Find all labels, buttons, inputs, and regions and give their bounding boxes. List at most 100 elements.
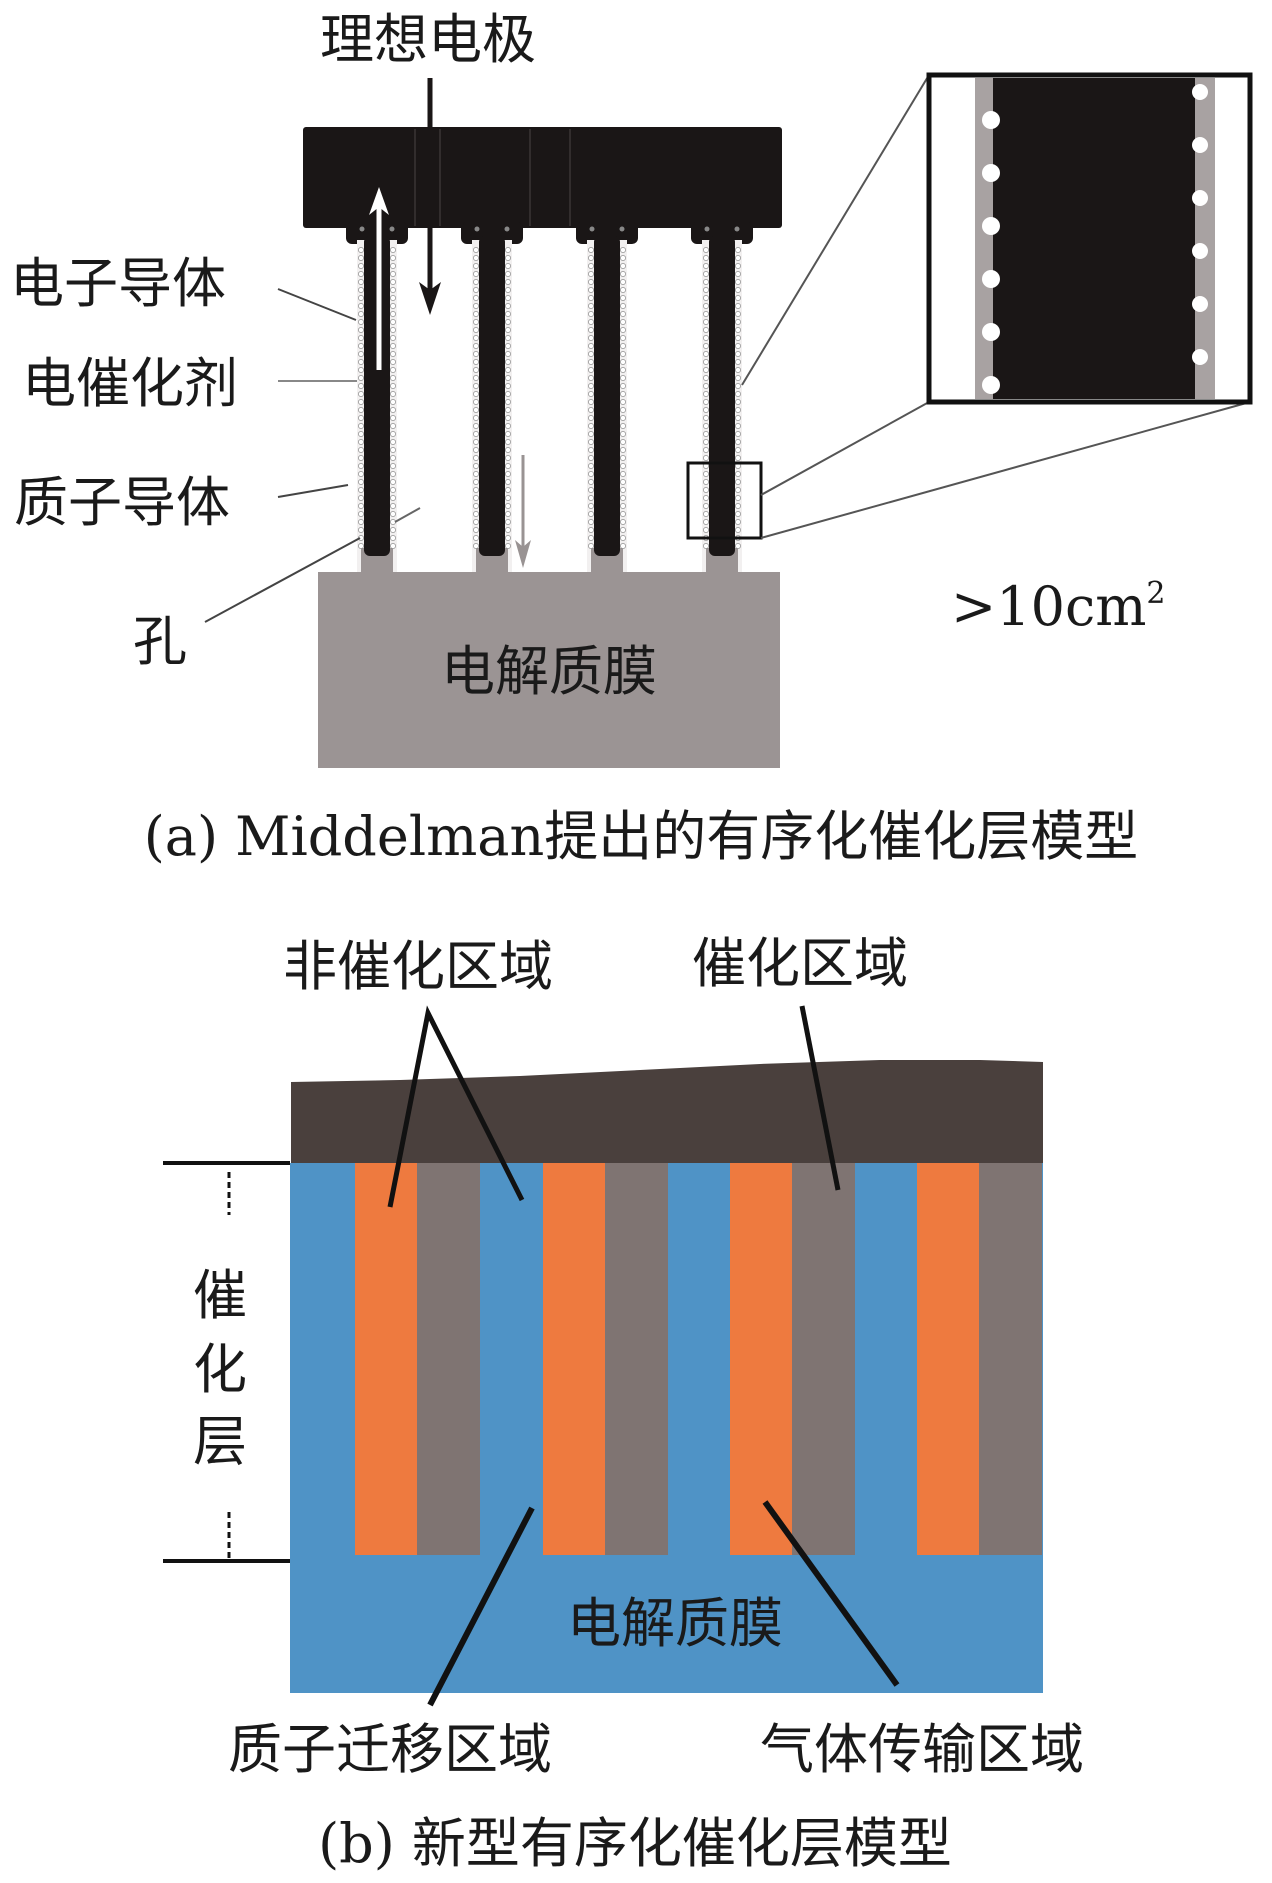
leader-pore-inner bbox=[394, 507, 421, 523]
electrode-pillar bbox=[461, 222, 523, 572]
catalyst-particle bbox=[390, 463, 396, 469]
inset-proton-band-left bbox=[975, 78, 995, 399]
catalyst-particle bbox=[473, 351, 479, 357]
catalyst-particle bbox=[505, 279, 511, 285]
catalyst-particle bbox=[390, 391, 396, 397]
catalyst-particle bbox=[588, 319, 594, 325]
catalyst-particle bbox=[505, 439, 511, 445]
electron-conductor-core bbox=[594, 236, 620, 556]
catalyst-particle bbox=[390, 359, 396, 365]
catalyst-particle bbox=[735, 511, 741, 517]
catalyst-particle bbox=[473, 303, 479, 309]
catalyst-particle bbox=[358, 415, 364, 421]
catalyst-stripe bbox=[355, 1163, 417, 1555]
catalyst-particle bbox=[358, 519, 364, 525]
leader-gas-transport bbox=[762, 1500, 900, 1687]
catalyst-particle bbox=[703, 455, 709, 461]
catalyst-particle bbox=[390, 383, 396, 389]
ideal-electrode bbox=[303, 127, 782, 228]
catalyst-particle bbox=[505, 311, 511, 317]
reactant-arrow-down-icon bbox=[419, 78, 441, 315]
pore-label: 孔 bbox=[133, 610, 187, 673]
catalyst-layer-label-char-3: 层 bbox=[193, 1410, 247, 1473]
catalyst-particle bbox=[358, 503, 364, 509]
catalyst-particle bbox=[473, 335, 479, 341]
catalyst-particle bbox=[735, 399, 741, 405]
catalyst-particle bbox=[505, 543, 511, 549]
catalyst-particle bbox=[505, 335, 511, 341]
catalyst-particle bbox=[703, 367, 709, 373]
catalyst-particle bbox=[620, 327, 626, 333]
catalyst-particle bbox=[735, 519, 741, 525]
catalyst-particle bbox=[703, 375, 709, 381]
catalyst-particle bbox=[505, 447, 511, 453]
catalyst-particle bbox=[505, 399, 511, 405]
foot-dot bbox=[359, 226, 365, 232]
catalyst-particle bbox=[473, 471, 479, 477]
catalyst-particle bbox=[473, 511, 479, 517]
catalyst-particle bbox=[473, 311, 479, 317]
catalyst-particle bbox=[505, 479, 511, 485]
catalyst-particle bbox=[588, 351, 594, 357]
catalyst-particle bbox=[588, 495, 594, 501]
catalyst-particle bbox=[620, 535, 626, 541]
catalyst-particle bbox=[473, 279, 479, 285]
electron-conductor-core bbox=[479, 236, 505, 556]
catalyst-particle bbox=[358, 311, 364, 317]
catalyst-particle bbox=[620, 287, 626, 293]
catalyst-particle bbox=[735, 375, 741, 381]
catalyst-particle bbox=[588, 391, 594, 397]
catalyst-particle bbox=[505, 287, 511, 293]
catalyst-particle bbox=[390, 375, 396, 381]
catalyst-particle bbox=[703, 287, 709, 293]
catalyst-particle bbox=[735, 247, 741, 253]
catalyst-particle bbox=[620, 367, 626, 373]
catalyst-particle bbox=[620, 335, 626, 341]
catalyst-particle bbox=[735, 391, 741, 397]
catalyst-particle bbox=[703, 415, 709, 421]
catalyst-particle bbox=[588, 455, 594, 461]
catalyst-particle bbox=[473, 495, 479, 501]
catalyst-particle bbox=[358, 439, 364, 445]
catalyst-particle bbox=[473, 375, 479, 381]
catalyst-particle bbox=[505, 263, 511, 269]
catalyst-particle bbox=[703, 399, 709, 405]
catalyst-particle bbox=[505, 511, 511, 517]
catalyst-particle bbox=[473, 247, 479, 253]
catalyst-particle bbox=[588, 439, 594, 445]
catalyst-particle bbox=[588, 471, 594, 477]
catalyst-particle bbox=[620, 279, 626, 285]
catalyst-particle bbox=[620, 471, 626, 477]
catalyst-particle bbox=[620, 455, 626, 461]
inset-catalyst-particle bbox=[982, 323, 1000, 341]
catalyst-particle bbox=[390, 415, 396, 421]
catalyst-particle bbox=[703, 343, 709, 349]
catalyst-particle bbox=[390, 287, 396, 293]
catalyst-particle bbox=[588, 375, 594, 381]
catalyst-particle bbox=[735, 303, 741, 309]
catalyst-particle bbox=[390, 247, 396, 253]
catalyst-particle bbox=[505, 367, 511, 373]
catalyst-particle bbox=[588, 535, 594, 541]
catalyst-particle bbox=[735, 279, 741, 285]
catalyst-particle bbox=[735, 255, 741, 261]
catalyst-particle bbox=[473, 439, 479, 445]
catalyst-particle bbox=[703, 351, 709, 357]
catalyst-particle bbox=[390, 495, 396, 501]
catalyst-particle bbox=[358, 543, 364, 549]
foot-dot bbox=[734, 226, 740, 232]
catalyst-particle bbox=[620, 383, 626, 389]
caption-b: (b) 新型有序化催化层模型 bbox=[318, 1812, 952, 1875]
catalyst-particle bbox=[358, 447, 364, 453]
catalyst-particle bbox=[588, 279, 594, 285]
gas-transport-stripe bbox=[417, 1163, 480, 1555]
catalyst-particle bbox=[620, 351, 626, 357]
catalyst-particle bbox=[735, 431, 741, 437]
catalyst-particle bbox=[358, 375, 364, 381]
zoom-line-mid bbox=[760, 401, 930, 496]
catalyst-particle bbox=[473, 423, 479, 429]
inset-proton-band-right bbox=[1195, 78, 1215, 399]
leader-proton-transport bbox=[427, 1506, 535, 1707]
catalyst-particle bbox=[588, 511, 594, 517]
gas-transport-region-label: 气体传输区域 bbox=[760, 1718, 1084, 1781]
